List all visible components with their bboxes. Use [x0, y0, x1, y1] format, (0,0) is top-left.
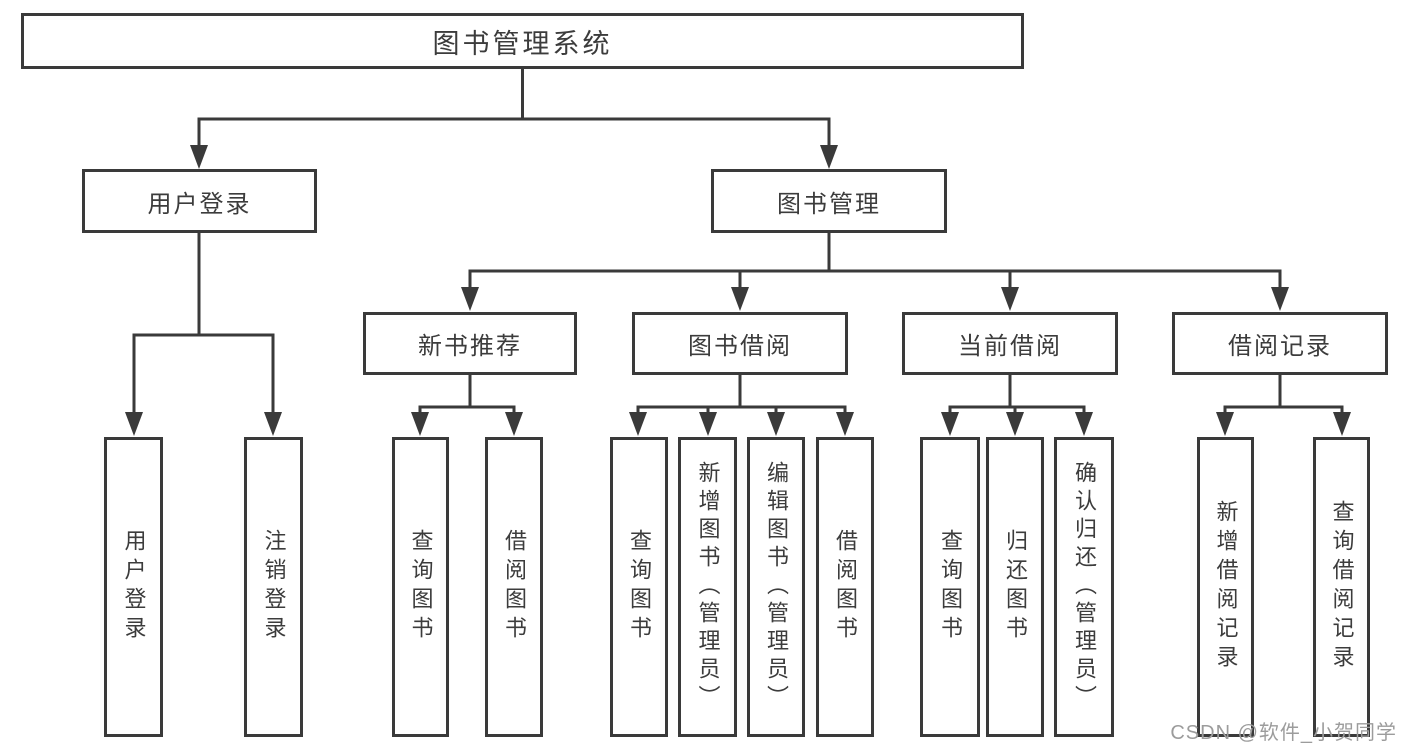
node-current-borrow-label: 当前借阅 — [958, 333, 1062, 360]
leaf-newbooks-borrow-label: 借阅图书 — [502, 529, 527, 645]
leaf-borrow-borrow-label: 借阅图书 — [833, 529, 858, 645]
leaf-newbooks-query-label: 查询图书 — [408, 529, 434, 645]
node-root-label: 图书管理系统 — [432, 28, 613, 59]
leaf-user-login: 用户登录 — [104, 437, 163, 737]
leaf-current-query: 查询图书 — [920, 437, 980, 737]
leaf-records-add: 新增借阅记录 — [1197, 437, 1254, 737]
node-current-borrow: 当前借阅 — [902, 312, 1118, 375]
csdn-watermark: CSDN @软件_小贺同学 — [1170, 722, 1397, 744]
leaf-records-query: 查询借阅记录 — [1313, 437, 1370, 737]
leaf-current-confirm-admin: 确认归还（管理员） — [1054, 437, 1114, 737]
leaf-borrow-query-label: 查询图书 — [627, 529, 652, 645]
node-user-login-label: 用户登录 — [147, 190, 252, 218]
leaf-borrow-query: 查询图书 — [610, 437, 668, 737]
leaf-borrow-edit-admin-label: 编辑图书（管理员） — [764, 461, 789, 713]
leaf-newbooks-borrow: 借阅图书 — [485, 437, 543, 737]
node-book-borrow-label: 图书借阅 — [688, 333, 792, 360]
leaf-logout: 注销登录 — [244, 437, 303, 737]
leaf-borrow-edit-admin: 编辑图书（管理员） — [747, 437, 805, 737]
leaf-logout-label: 注销登录 — [261, 529, 287, 645]
node-borrow-records: 借阅记录 — [1172, 312, 1388, 375]
node-book-management: 图书管理 — [711, 169, 947, 233]
leaf-current-return: 归还图书 — [986, 437, 1044, 737]
leaf-borrow-add-admin-label: 新增图书（管理员） — [695, 461, 721, 713]
leaf-current-query-label: 查询图书 — [938, 529, 963, 645]
leaf-records-add-label: 新增借阅记录 — [1213, 500, 1239, 674]
leaf-newbooks-query: 查询图书 — [392, 437, 449, 737]
leaf-current-confirm-admin-label: 确认归还（管理员） — [1072, 461, 1097, 713]
leaf-borrow-add-admin: 新增图书（管理员） — [678, 437, 737, 737]
node-root: 图书管理系统 — [21, 13, 1024, 69]
node-new-book-recommend: 新书推荐 — [363, 312, 577, 375]
leaf-records-query-label: 查询借阅记录 — [1329, 500, 1355, 674]
node-book-management-label: 图书管理 — [777, 190, 881, 218]
leaf-borrow-borrow: 借阅图书 — [816, 437, 874, 737]
node-new-book-recommend-label: 新书推荐 — [418, 333, 522, 360]
leaf-user-login-label: 用户登录 — [121, 529, 147, 645]
node-user-login: 用户登录 — [82, 169, 317, 233]
node-borrow-records-label: 借阅记录 — [1228, 333, 1332, 360]
leaf-current-return-label: 归还图书 — [1003, 529, 1028, 645]
node-book-borrow: 图书借阅 — [632, 312, 848, 375]
